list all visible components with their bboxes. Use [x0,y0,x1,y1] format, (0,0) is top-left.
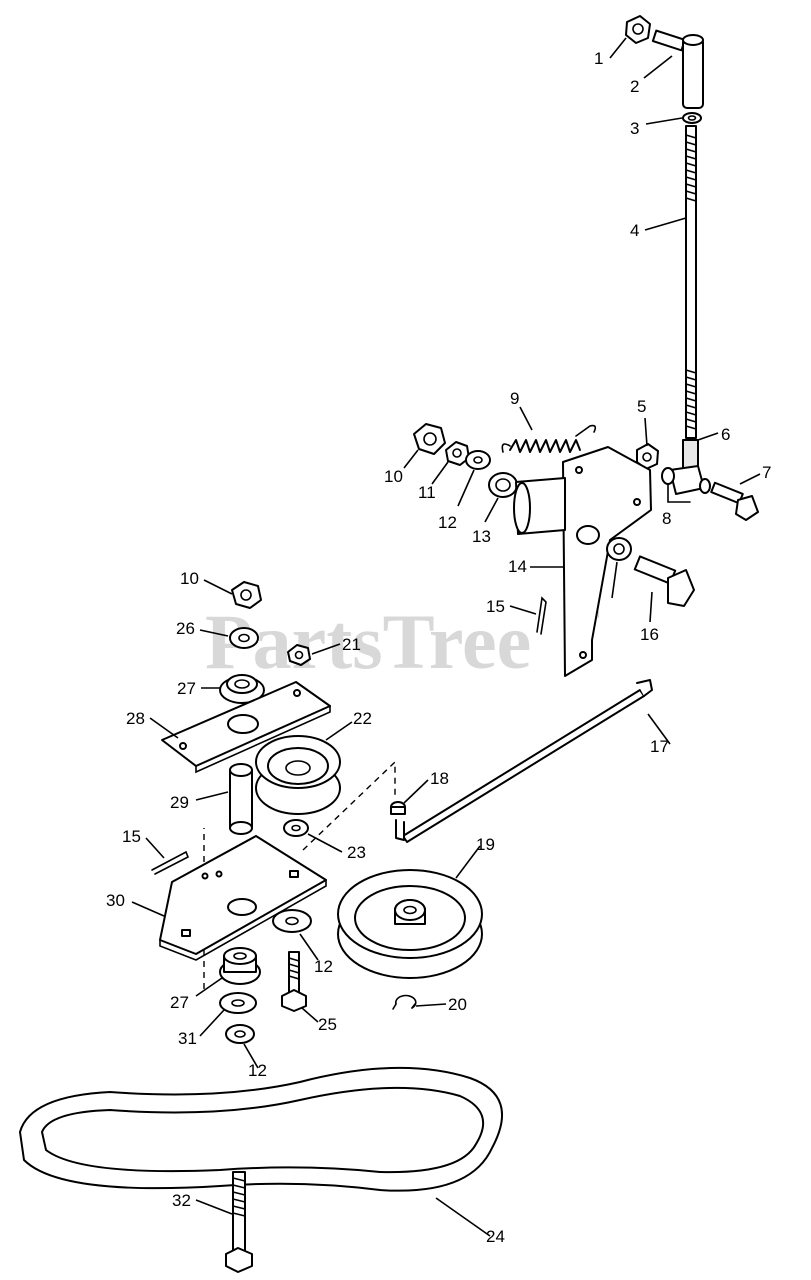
callout-11: 11 [418,483,436,502]
callout-23: 23 [347,843,366,862]
part-31-washer [219,992,257,1014]
callout-16: 16 [640,625,659,644]
part-10-nut-upper [413,423,446,455]
callout-27-lower: 27 [170,993,189,1012]
part-2-swivel-bolt [651,29,704,109]
callout-7: 7 [762,463,771,482]
part-15-cotter-pin-lower [151,850,190,875]
callout-30: 30 [106,891,125,910]
callout-32: 32 [172,1191,191,1210]
part-22-idler-pulley [255,735,341,815]
callout-3: 3 [630,119,639,138]
part-27-flange-lower [219,947,261,985]
part-9-spring [501,424,597,453]
part-4-threaded-rod [685,125,697,439]
part-6-8-trunnion [661,439,711,503]
callout-1: 1 [594,49,603,68]
callout-10-lower: 10 [180,569,199,588]
callout-18: 18 [430,769,449,788]
callout-31: 31 [178,1029,197,1048]
callout-29: 29 [170,793,189,812]
part-14-arm-plate [513,446,652,677]
part-19-drive-pulley [337,869,483,979]
callout-8: 8 [662,509,671,528]
part-18-nut [390,801,406,815]
callout-15-lower: 15 [122,827,141,846]
callout-28: 28 [126,709,145,728]
part-12-washer-mid [272,909,312,933]
callout-2: 2 [630,77,639,96]
part-32-bolt [225,1171,253,1273]
callout-12-lower: 12 [248,1061,267,1080]
part-3-washer [682,112,702,124]
part-23-spacer [283,819,309,837]
part-17-control-rod [395,679,653,843]
part-1-nut [625,15,651,44]
callout-19: 19 [476,835,495,854]
part-30-idler-bracket [159,835,327,961]
callout-22: 22 [353,709,372,728]
part-27-flange-upper [219,674,265,704]
part-28-bracket-plate [161,681,331,774]
part-20-retaining-ring [392,994,417,1010]
part-7-bolt [710,481,759,521]
part-13-bushing-lower [606,537,632,561]
callout-9: 9 [510,389,519,408]
callout-26: 26 [176,619,195,638]
leader-lines [131,37,761,1237]
callout-10-upper: 10 [384,467,403,486]
callout-21: 21 [342,635,361,654]
callout-14: 14 [508,557,527,576]
callout-6: 6 [721,425,730,444]
part-24-drive-belt [19,1066,503,1192]
part-10-nut-lower [231,581,262,609]
callout-15-upper: 15 [486,597,505,616]
part-16-bolt [633,555,695,607]
callout-24: 24 [486,1227,505,1246]
callout-12-mid: 12 [314,957,333,976]
callout-13-upper: 13 [472,527,491,546]
callout-25: 25 [318,1015,337,1034]
part-29-spindle [229,763,253,835]
callout-4: 4 [630,221,639,240]
part-25-shoulder-bolt [281,951,307,1012]
part-12-washer-lower [225,1024,255,1044]
part-26-spacer [229,627,259,649]
watermark-logo: PartsTree [205,598,531,685]
callout-17: 17 [650,737,669,756]
part-21-nut [287,644,311,666]
part-12-washer-upper [465,450,491,470]
callout-12-upper: 12 [438,513,457,532]
callout-20: 20 [448,995,467,1014]
callout-5: 5 [637,397,646,416]
part-13-bushing-upper [488,472,518,498]
callout-27-upper: 27 [177,679,196,698]
part-15-cotter-pin-upper [536,596,547,635]
